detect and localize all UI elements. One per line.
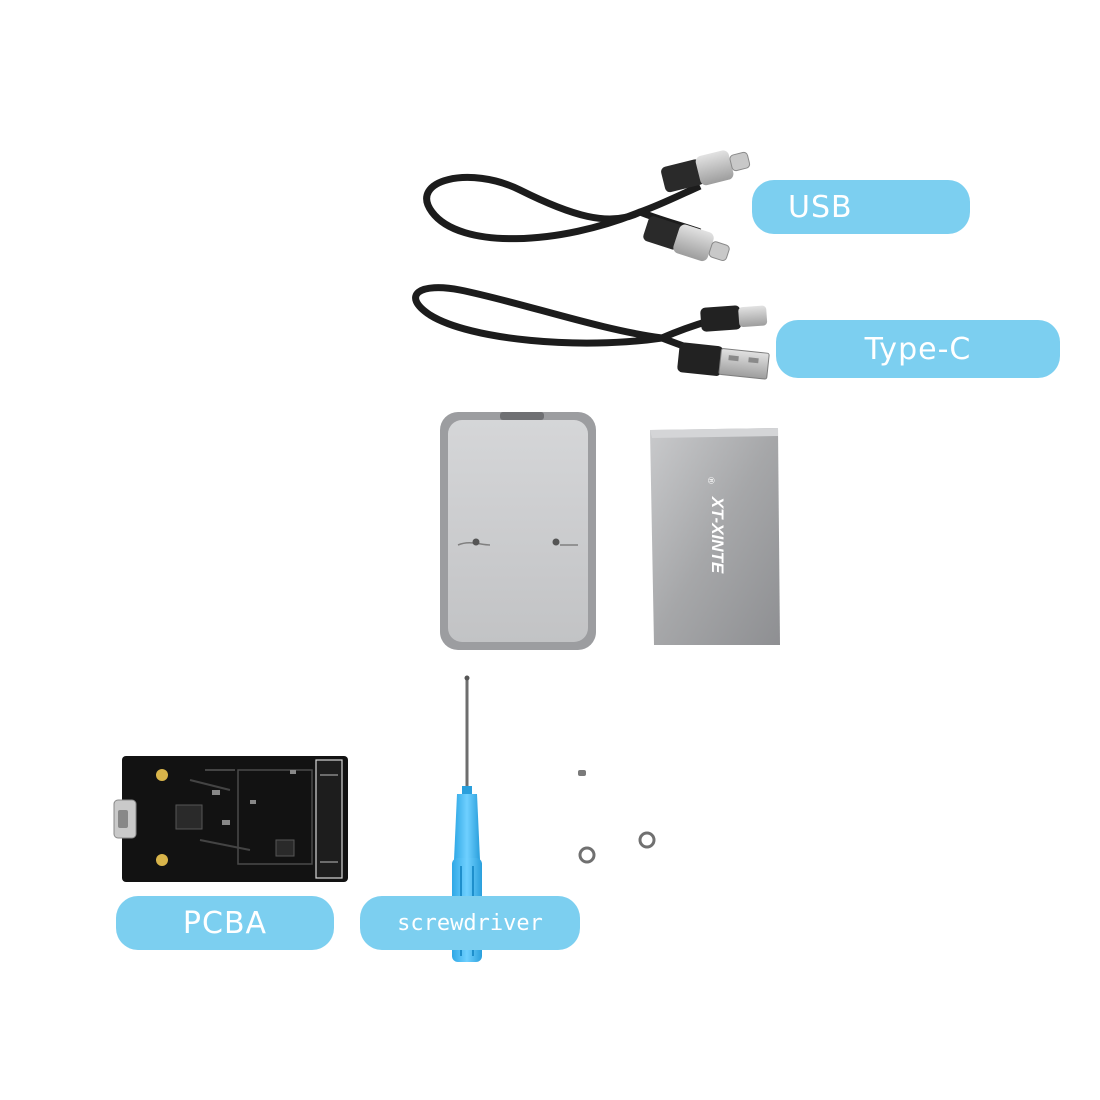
trademark-mark: ® (705, 476, 715, 485)
pcba-label: PCBA (116, 896, 334, 950)
screws (578, 770, 656, 864)
usb-c-cable (423, 150, 751, 262)
usb-a-to-c-cable (412, 284, 770, 380)
pcba-board (113, 756, 348, 882)
enclosure-cover: XT-XINTE ® (650, 428, 780, 645)
enclosure-tray (440, 412, 596, 650)
usb-label: USB (752, 180, 970, 234)
type-c-label: Type-C (776, 320, 1060, 378)
screwdriver-label: screwdriver (360, 896, 580, 950)
brand-logo: XT-XINTE (708, 496, 727, 574)
